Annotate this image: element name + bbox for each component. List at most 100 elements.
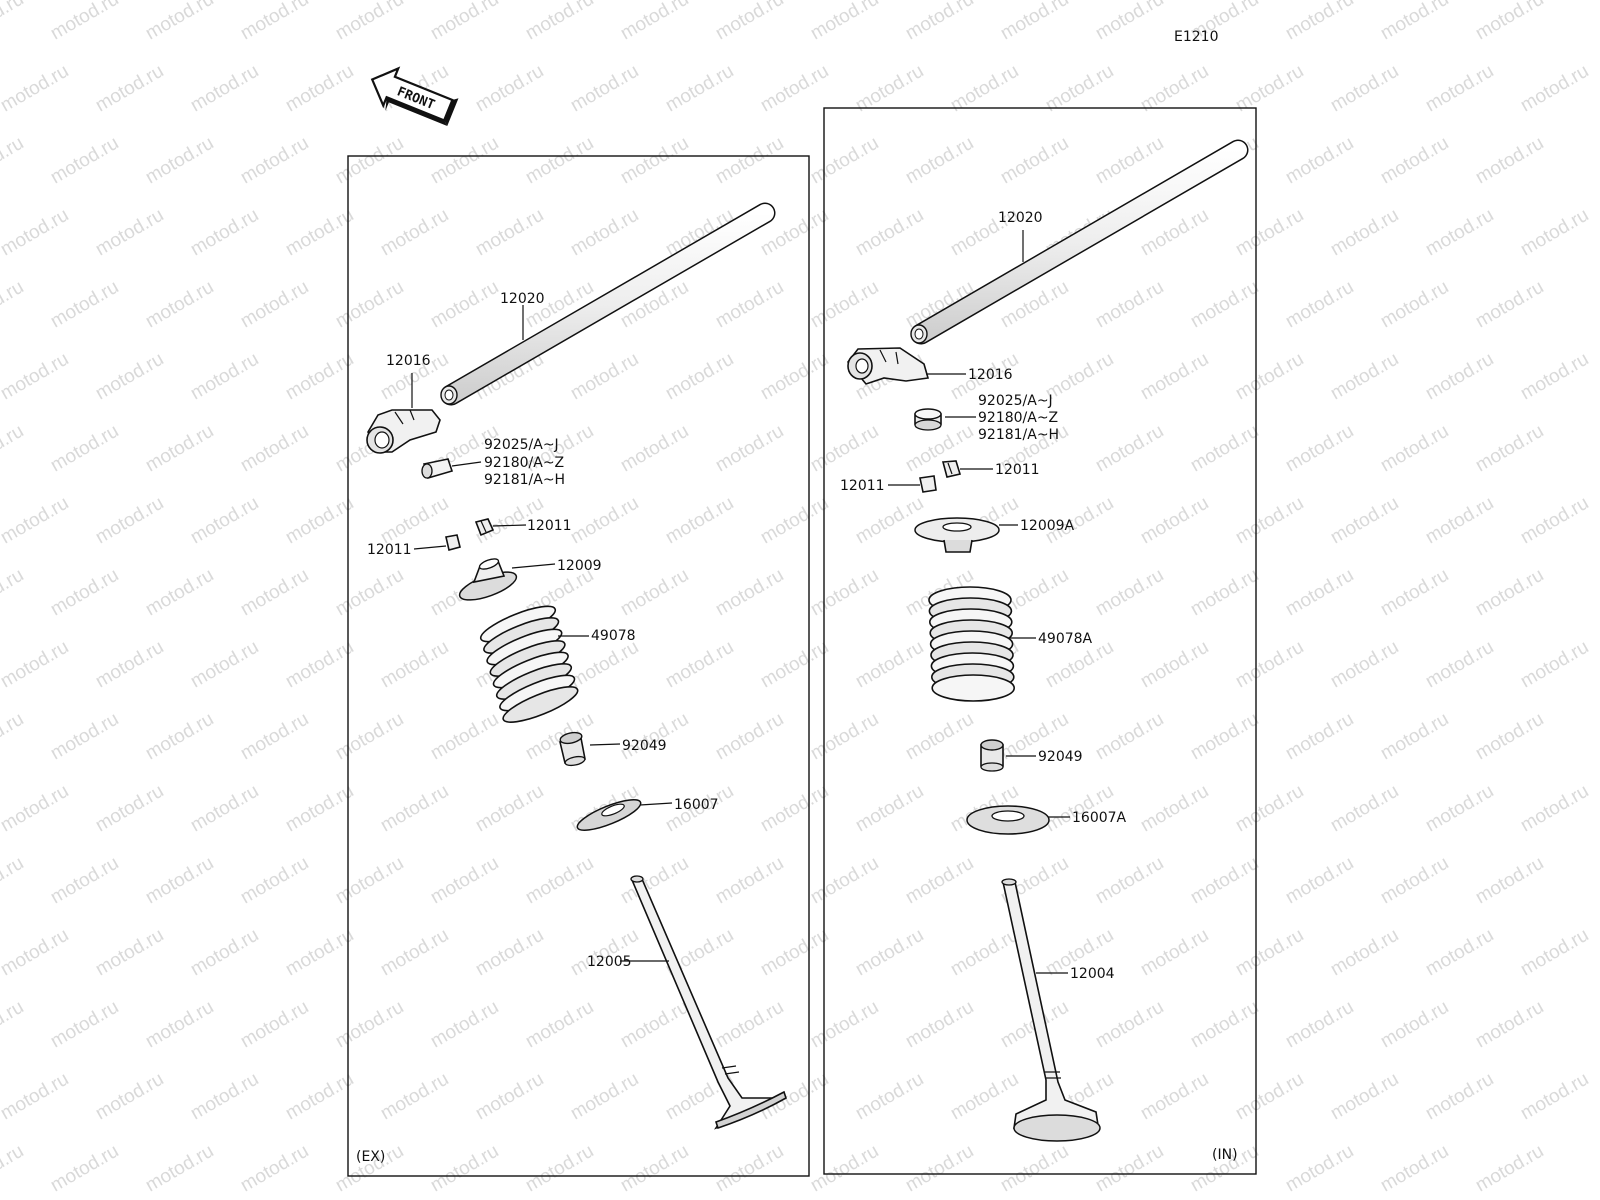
- in-label-rocker-shaft: 12020: [998, 210, 1043, 226]
- watermark-text: motod.ru: [1377, 853, 1452, 909]
- watermark-text: motod.ru: [712, 0, 787, 44]
- watermark-text: motod.ru: [332, 565, 407, 621]
- watermark-text: motod.ru: [852, 493, 927, 549]
- watermark-text: motod.ru: [282, 781, 357, 837]
- watermark-text: motod.ru: [1517, 637, 1592, 693]
- watermark-text: motod.ru: [237, 997, 312, 1053]
- watermark-text: motod.ru: [0, 997, 27, 1053]
- exhaust-panel: 12020 12016 92025/A~J 92180/A~Z 92181/A~…: [347, 155, 810, 1177]
- watermark-text: motod.ru: [472, 61, 547, 117]
- in-seat: [966, 805, 1050, 835]
- watermark-text: motod.ru: [472, 925, 547, 981]
- watermark-text: motod.ru: [0, 205, 72, 261]
- watermark-text: motod.ru: [1472, 133, 1547, 189]
- watermark-text: motod.ru: [1282, 133, 1357, 189]
- watermark-text: motod.ru: [187, 349, 262, 405]
- watermark-text: motod.ru: [0, 853, 27, 909]
- watermark-text: motod.ru: [567, 637, 642, 693]
- watermark-text: motod.ru: [0, 925, 72, 981]
- watermark-text: motod.ru: [377, 205, 452, 261]
- ex-label-shim-3: 92181/A~H: [484, 472, 565, 488]
- watermark-text: motod.ru: [1092, 0, 1167, 44]
- watermark-text: motod.ru: [0, 61, 72, 117]
- watermark-text: motod.ru: [1377, 0, 1452, 44]
- watermark-text: motod.ru: [427, 1141, 502, 1197]
- watermark-text: motod.ru: [332, 853, 407, 909]
- watermark-text: motod.ru: [852, 205, 927, 261]
- ex-label-rocker-arm: 12016: [386, 353, 431, 369]
- watermark-text: motod.ru: [1092, 133, 1167, 189]
- watermark-text: motod.ru: [142, 277, 217, 333]
- watermark-text: motod.ru: [1517, 61, 1592, 117]
- watermark-text: motod.ru: [617, 853, 692, 909]
- watermark-text: motod.ru: [237, 133, 312, 189]
- watermark-text: motod.ru: [617, 0, 692, 44]
- watermark-text: motod.ru: [47, 565, 122, 621]
- exhaust-tag: (EX): [356, 1149, 385, 1165]
- in-label-seal: 92049: [1038, 749, 1083, 765]
- watermark-text: motod.ru: [187, 205, 262, 261]
- watermark-text: motod.ru: [1472, 1141, 1547, 1197]
- intake-panel: 12020 12016 92025/A~J 92180/A~Z 92181/A~…: [823, 107, 1257, 1175]
- watermark-text: motod.ru: [1282, 565, 1357, 621]
- watermark-text: motod.ru: [1422, 1069, 1497, 1125]
- in-label-valve: 12004: [1070, 966, 1115, 982]
- watermark-text: motod.ru: [1327, 493, 1402, 549]
- in-label-cotter-right: 12011: [995, 462, 1040, 478]
- watermark-text: motod.ru: [47, 1141, 122, 1197]
- watermark-text: motod.ru: [1472, 421, 1547, 477]
- ex-spring: [479, 605, 579, 723]
- watermark-text: motod.ru: [1092, 277, 1167, 333]
- watermark-text: motod.ru: [1377, 421, 1452, 477]
- in-label-seat: 16007A: [1072, 810, 1127, 826]
- watermark-text: motod.ru: [1282, 709, 1357, 765]
- watermark-text: motod.ru: [902, 997, 977, 1053]
- watermark-text: motod.ru: [1472, 997, 1547, 1053]
- watermark-text: motod.ru: [282, 637, 357, 693]
- in-rocker-shaft: [910, 139, 1249, 345]
- watermark-text: motod.ru: [92, 349, 167, 405]
- watermark-text: motod.ru: [617, 133, 692, 189]
- front-arrow-icon: FRONT: [370, 66, 459, 127]
- watermark-text: motod.ru: [47, 277, 122, 333]
- watermark-text: motod.ru: [567, 493, 642, 549]
- in-label-shim-2: 92180/A~Z: [978, 410, 1058, 426]
- watermark-text: motod.ru: [1517, 925, 1592, 981]
- watermark-text: motod.ru: [617, 1141, 692, 1197]
- watermark-text: motod.ru: [0, 1141, 27, 1197]
- watermark-text: motod.ru: [427, 997, 502, 1053]
- watermark-text: motod.ru: [0, 637, 72, 693]
- ex-label-cotter-right: 12011: [527, 518, 572, 534]
- watermark-text: motod.ru: [1327, 349, 1402, 405]
- ex-valve: [630, 875, 787, 1130]
- watermark-text: motod.ru: [142, 133, 217, 189]
- watermark-text: motod.ru: [282, 925, 357, 981]
- watermark-text: motod.ru: [0, 1069, 72, 1125]
- watermark-text: motod.ru: [0, 421, 27, 477]
- watermark-text: motod.ru: [1327, 781, 1402, 837]
- watermark-text: motod.ru: [1092, 709, 1167, 765]
- watermark-text: motod.ru: [807, 0, 882, 44]
- ex-label-spring: 49078: [591, 628, 636, 644]
- ex-rocker-shaft: [440, 202, 776, 406]
- watermark-text: motod.ru: [237, 421, 312, 477]
- watermark-text: motod.ru: [852, 1069, 927, 1125]
- watermark-text: motod.ru: [332, 0, 407, 44]
- watermark-text: motod.ru: [522, 997, 597, 1053]
- watermark-text: motod.ru: [1092, 565, 1167, 621]
- intake-panel-frame: [823, 107, 1257, 1175]
- watermark-text: motod.ru: [237, 277, 312, 333]
- watermark-text: motod.ru: [807, 277, 882, 333]
- ex-label-seal: 92049: [622, 738, 667, 754]
- watermark-text: motod.ru: [187, 637, 262, 693]
- watermark-text: motod.ru: [1042, 781, 1117, 837]
- watermark-text: motod.ru: [1282, 421, 1357, 477]
- watermark-text: motod.ru: [332, 709, 407, 765]
- watermark-text: motod.ru: [757, 637, 832, 693]
- watermark-text: motod.ru: [427, 133, 502, 189]
- watermark-text: motod.ru: [1517, 205, 1592, 261]
- watermark-text: motod.ru: [1137, 925, 1212, 981]
- watermark-text: motod.ru: [1092, 1141, 1167, 1197]
- ex-cotter-left: [445, 534, 461, 551]
